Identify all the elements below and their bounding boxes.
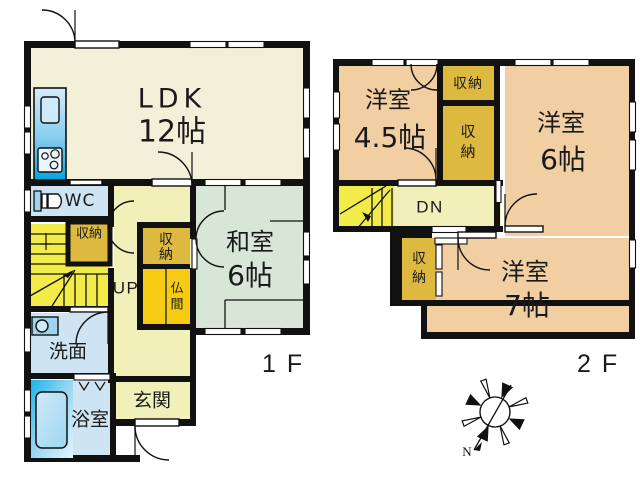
label-yoshitsu45-size: 4.5帖 bbox=[354, 121, 427, 154]
label-yoshitsu6-name: 洋室 bbox=[537, 109, 585, 137]
label-ldk-name: LDK bbox=[138, 84, 207, 115]
floor-2f-group: 洋室 4.5帖 洋室 6帖 洋室 7帖 収納 収 納 収 納 DN 2 F bbox=[332, 58, 637, 378]
door-bath bbox=[73, 373, 111, 392]
door-wc bbox=[69, 179, 103, 186]
2f-closet-fills bbox=[402, 66, 494, 300]
closet-1f-hall-fill bbox=[143, 228, 190, 264]
closet-1f-hall bbox=[143, 228, 190, 264]
2f-room-fills bbox=[338, 64, 631, 338]
room-fill-washitsu bbox=[196, 186, 306, 331]
floor-1f-label: 1 F bbox=[262, 350, 304, 378]
label-yokushitsu: 浴室 bbox=[71, 409, 109, 431]
label-washitsu-name: 和室 bbox=[226, 228, 274, 256]
room-fill-yoshitsu-6 bbox=[505, 64, 631, 236]
closet-2f-lower-fill bbox=[402, 238, 436, 300]
door-hall-left bbox=[107, 200, 135, 254]
room-fill-ldk bbox=[28, 45, 306, 182]
label-yoshitsu6-size: 6帖 bbox=[540, 143, 586, 176]
room-fill-yoshitsu-7 bbox=[425, 238, 631, 338]
closet-2f-mid-fill bbox=[443, 106, 494, 180]
door-2f-45-closet bbox=[410, 63, 438, 91]
room-fill-2f-stairs bbox=[338, 186, 394, 230]
door-2f-6-hall bbox=[504, 193, 544, 233]
2f-text-labels: 洋室 4.5帖 洋室 6帖 洋室 7帖 収納 収 納 収 納 DN 2 F bbox=[354, 76, 619, 378]
closet-2f-top-fill bbox=[443, 66, 494, 100]
closet-1f-stair-label-top: 収納 bbox=[76, 227, 102, 242]
closet-2f-lower-label-bottom: 納 bbox=[412, 270, 426, 286]
label-senmen: 洗面 bbox=[49, 341, 87, 363]
compass-north-needle: N bbox=[462, 384, 512, 459]
sink-icon bbox=[40, 96, 60, 124]
room-fill-genkan bbox=[114, 380, 192, 422]
door-2f-45-hall bbox=[397, 147, 437, 187]
closet-1f-hall-label-top: 収 bbox=[159, 232, 173, 248]
label-genkan: 玄関 bbox=[133, 390, 171, 412]
door-2f-7-hall bbox=[457, 231, 497, 271]
label-yoshitsu45-name: 洋室 bbox=[365, 88, 411, 114]
butsuma-alcove bbox=[143, 269, 190, 324]
closet-2f-mid-label-top: 収 bbox=[460, 123, 475, 141]
door-genkan bbox=[134, 418, 180, 461]
closet-2f-top-label: 収納 bbox=[453, 76, 483, 92]
washitsu-detail-lines bbox=[224, 186, 303, 328]
bathtub-icon bbox=[31, 380, 73, 458]
label-yoshitsu7-name: 洋室 bbox=[501, 258, 549, 286]
label-washitsu-size: 6帖 bbox=[227, 259, 273, 292]
floor-1f-group: 収納 bbox=[23, 9, 311, 462]
door-hall-washitsu bbox=[195, 210, 225, 268]
washbasin-icon bbox=[31, 316, 59, 336]
label-wc: WC bbox=[65, 191, 96, 211]
door-ldk-hall bbox=[151, 151, 193, 187]
floor-2f-label: 2 F bbox=[577, 350, 619, 378]
1f-text-labels: LDK 12帖 和室 6帖 WC 洗面 浴室 玄関 収 納 仏 間 UP 1 F bbox=[49, 84, 304, 431]
room-fill-yoshitsu-45 bbox=[338, 64, 442, 181]
1f-windows bbox=[23, 40, 311, 439]
stove-icon bbox=[37, 147, 63, 173]
closet-2f-lower-label-top: 収 bbox=[412, 251, 426, 267]
door-senmen bbox=[69, 306, 109, 345]
label-ldk-size: 12帖 bbox=[138, 115, 206, 150]
closet-1f-hall-label-bottom: 納 bbox=[159, 247, 173, 263]
butsuma-label-top: 仏 bbox=[170, 282, 183, 297]
stairs-up-label: UP bbox=[113, 278, 140, 297]
door-ldk-top bbox=[41, 9, 120, 49]
closet-1f-stair-label-bottom bbox=[82, 243, 95, 258]
stair-direction-arrow bbox=[63, 270, 74, 278]
label-yoshitsu7-size: 7帖 bbox=[504, 289, 550, 322]
stair-down-arrow bbox=[362, 212, 371, 222]
butsuma-label-bottom: 間 bbox=[170, 298, 183, 313]
toilet-icon bbox=[33, 190, 62, 212]
kitchen-counter bbox=[33, 87, 67, 181]
2f-windows bbox=[332, 58, 637, 297]
compass-north-label: N bbox=[462, 444, 472, 459]
closet-2f-mid-label-bottom: 納 bbox=[460, 143, 475, 161]
staircase-down bbox=[339, 185, 393, 231]
stairs-down-label: DN bbox=[416, 197, 444, 216]
closet-1f-stair: 収納 bbox=[65, 219, 113, 267]
